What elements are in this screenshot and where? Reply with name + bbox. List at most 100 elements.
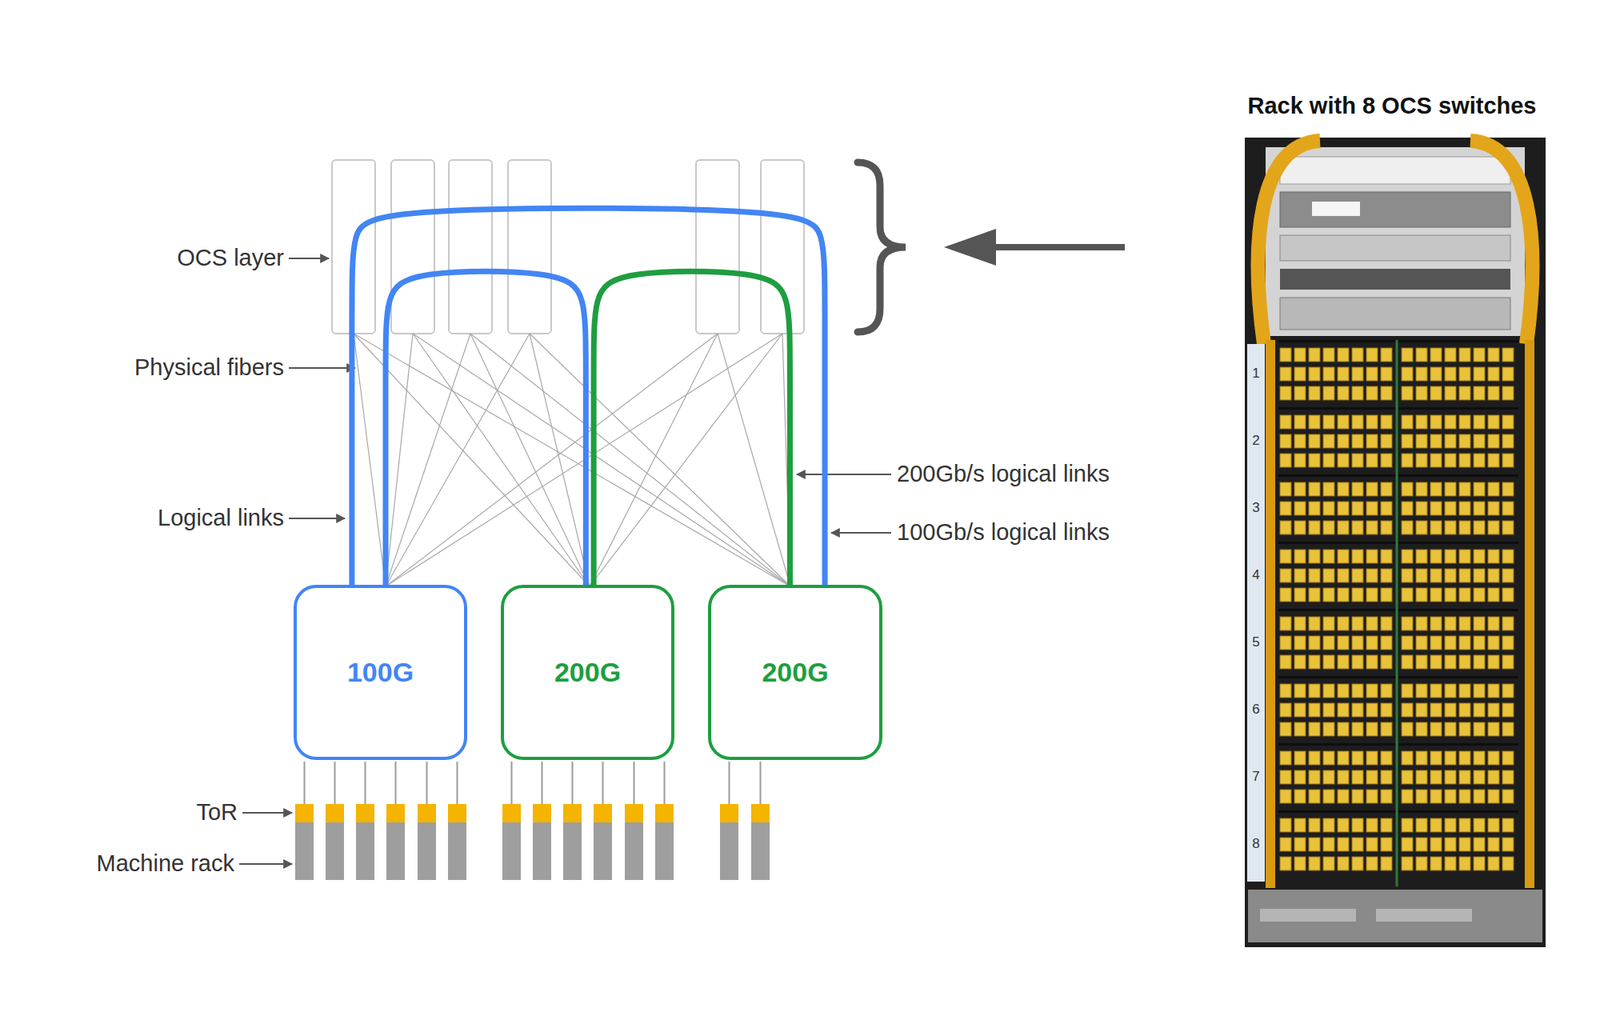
fiber-connector [1308, 348, 1320, 362]
fiber-connector [1352, 789, 1364, 804]
equipment-unit [1280, 156, 1511, 184]
tor-switch [751, 804, 770, 823]
fiber-connector [1473, 482, 1485, 496]
fiber-connector [1352, 348, 1364, 362]
fiber-connector [1473, 568, 1485, 583]
leader-line [242, 812, 292, 814]
uplink-wire [426, 761, 428, 804]
fiber-connector [1308, 636, 1320, 650]
tor-switch [593, 804, 612, 823]
fiber-connector [1502, 655, 1514, 669]
fiber-connector [1323, 616, 1335, 631]
fiber-line [412, 333, 791, 587]
fiber-connector [1280, 520, 1292, 535]
fiber-connector [1366, 348, 1378, 362]
ocs-layer [332, 160, 804, 334]
shelf-divider [1278, 340, 1519, 343]
uplink-wire [364, 761, 367, 804]
fiber-connector [1502, 482, 1514, 496]
fiber-line [385, 333, 718, 587]
fiber-connector [1473, 588, 1485, 602]
cable-bundle [1258, 140, 1320, 344]
fiber-connector [1323, 501, 1335, 516]
fiber-connector [1366, 636, 1378, 650]
fiber-connector [1459, 588, 1471, 602]
fiber-connector [1473, 616, 1485, 631]
fiber-connector [1280, 482, 1292, 496]
shelf-divider [1278, 743, 1519, 746]
fiber-connector [1430, 549, 1442, 564]
fiber-connector [1444, 367, 1456, 381]
rack-base-panel [1260, 908, 1356, 922]
fiber-connector [1430, 703, 1442, 717]
cable-bundle [1524, 340, 1535, 888]
fiber-connector [1430, 655, 1442, 669]
fiber-connector [1401, 482, 1413, 496]
uplink-wire [633, 761, 636, 804]
fiber-connector [1352, 501, 1364, 516]
leader-line [796, 473, 892, 476]
fiber-connector [1459, 655, 1471, 669]
fiber-connector [1280, 770, 1292, 784]
fiber-connector [1352, 703, 1364, 717]
fiber-connector [1488, 818, 1500, 832]
fiber-connector [1459, 703, 1471, 717]
fiber-connector [1401, 367, 1413, 381]
fiber-connector [1473, 856, 1485, 871]
fiber-connector [1352, 434, 1364, 448]
fiber-connector [1380, 818, 1392, 832]
fiber-connector [1366, 818, 1378, 832]
fiber-connector [1444, 453, 1456, 468]
fiber-connector [1352, 684, 1364, 698]
fiber-connector [1416, 655, 1428, 669]
fiber-connector [1308, 703, 1320, 717]
fiber-connector [1323, 636, 1335, 650]
fiber-connector [1380, 856, 1392, 871]
fiber-connector [1352, 367, 1364, 381]
uplink-wire [664, 761, 666, 804]
fiber-connector [1366, 549, 1378, 564]
machine-rack [593, 822, 612, 880]
ocs-switch [391, 160, 435, 334]
machine-rack [532, 822, 552, 880]
fiber-connector [1444, 655, 1456, 669]
fiber-connector [1294, 415, 1306, 429]
fiber-connector [1502, 722, 1514, 736]
fiber-connector [1323, 588, 1335, 602]
fiber-connector [1366, 722, 1378, 736]
fiber-connector [1459, 501, 1471, 516]
fiber-connector [1380, 588, 1392, 602]
rack-base-panel [1376, 908, 1472, 922]
fiber-connector [1337, 837, 1349, 852]
fiber-connector [1366, 501, 1378, 516]
fiber-connector [1459, 636, 1471, 650]
fiber-connector [1337, 703, 1349, 717]
node-label: 200G [554, 656, 621, 688]
fiber-line [385, 333, 413, 587]
fiber-connector [1366, 520, 1378, 535]
fiber-connector [1308, 415, 1320, 429]
fiber-connector [1502, 856, 1514, 871]
fiber-connector [1430, 367, 1442, 381]
callout-label: 100Gb/s logical links [896, 519, 1110, 546]
uplink-wire [395, 761, 397, 804]
fiber-connector [1430, 588, 1442, 602]
fiber-connector [1308, 722, 1320, 736]
fiber-connector [1416, 549, 1428, 564]
fiber-connector [1380, 501, 1392, 516]
fiber-connector [1430, 636, 1442, 650]
fiber-connector [1308, 549, 1320, 564]
fiber-connector [1430, 482, 1442, 496]
fiber-connector [1380, 367, 1392, 381]
fiber-connector [1502, 588, 1514, 602]
fiber-connector [1459, 789, 1471, 804]
fiber-connector [1337, 684, 1349, 698]
fiber-connector [1459, 453, 1471, 468]
fiber-connector [1280, 588, 1292, 602]
fiber-connector [1323, 367, 1335, 381]
label-strip [1247, 344, 1265, 882]
fiber-connector [1401, 386, 1413, 400]
fiber-connector [1473, 818, 1485, 832]
fiber-connector [1401, 453, 1413, 468]
fiber-connector [1459, 367, 1471, 381]
